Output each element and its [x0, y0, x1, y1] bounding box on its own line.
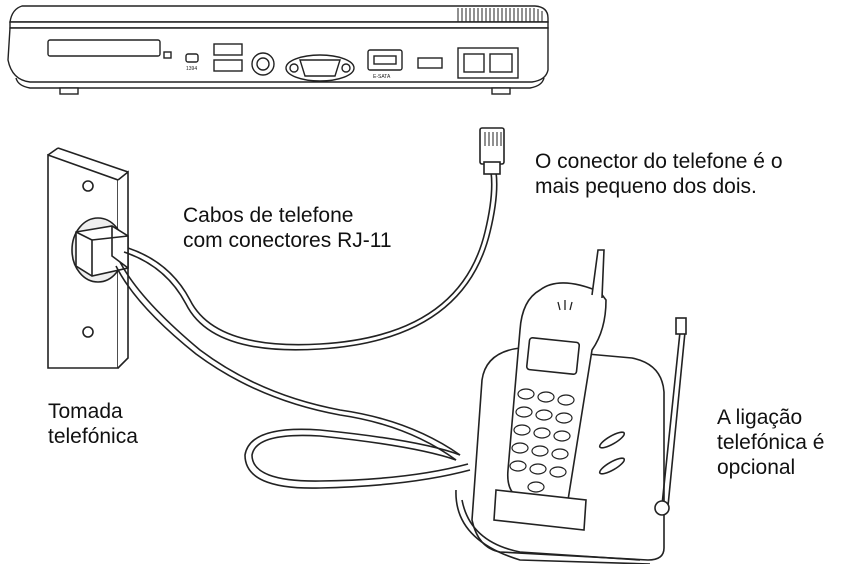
firewire-label: 1394: [186, 66, 197, 72]
card-slot: [47, 39, 161, 57]
screw-icon: [82, 326, 94, 338]
rj45-port: [489, 53, 513, 73]
esata-label: E-SATA: [373, 74, 391, 80]
rj11-port: [463, 53, 485, 73]
connector-note: O conector do telefone é o mais pequeno …: [535, 150, 783, 198]
usb-port: [213, 43, 243, 56]
wall-outlet: [47, 147, 129, 369]
optional-note: A ligação telefónica é opcional: [717, 406, 825, 479]
screw-icon: [82, 180, 94, 192]
cordless-phone: [455, 249, 687, 564]
usb-port: [213, 59, 243, 72]
phone-screen: [525, 336, 581, 376]
firewire-port: [185, 53, 199, 63]
rj11-connector: [479, 127, 505, 175]
laptop-side-view: 1394 E-SATA: [7, 5, 549, 95]
cables-label: Cabos de telefone com conectores RJ-11: [183, 204, 392, 252]
usb-port: [417, 57, 443, 69]
wall-outlet-label: Tomada telefónica: [48, 400, 138, 448]
phone-cables: [115, 171, 498, 489]
phone-keypad: [509, 388, 575, 493]
